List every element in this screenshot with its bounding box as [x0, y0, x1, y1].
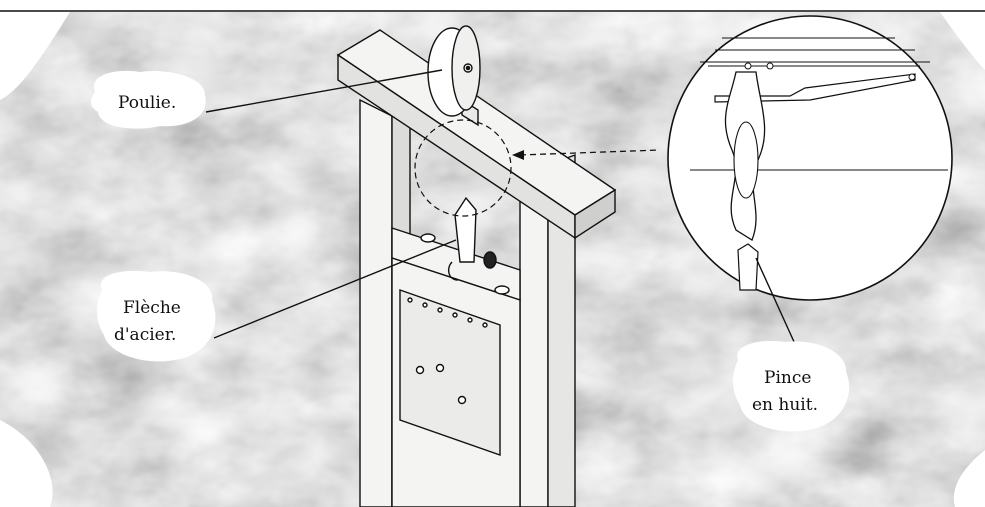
- steel-arrow-leader: [213, 239, 457, 339]
- clamp-label-line2: en huit.: [752, 395, 818, 415]
- guillotine: [336, 25, 617, 507]
- pulley-label: Poulie.: [118, 93, 176, 113]
- label-steel-arrow: Flèche d'acier.: [97, 270, 216, 362]
- steel-arrow-label-line2: d'acier.: [114, 325, 176, 345]
- magnified-clamp-detail: [667, 15, 953, 301]
- steel-arrow: [454, 196, 477, 263]
- leader-lines: [205, 69, 801, 356]
- steel-arrow-label-line1: Flèche: [123, 298, 181, 318]
- clamp-label-line1: Pince: [764, 368, 811, 388]
- label-pulley: Poulie.: [90, 70, 206, 129]
- pulley-leader: [205, 69, 443, 113]
- left-upright: [359, 98, 393, 507]
- clamp-leader: [755, 257, 801, 356]
- pulley: [427, 25, 481, 127]
- label-clamp: Pince en huit.: [733, 340, 850, 432]
- detail-pointer: [512, 149, 661, 160]
- detail-indicator-circle: [414, 119, 512, 217]
